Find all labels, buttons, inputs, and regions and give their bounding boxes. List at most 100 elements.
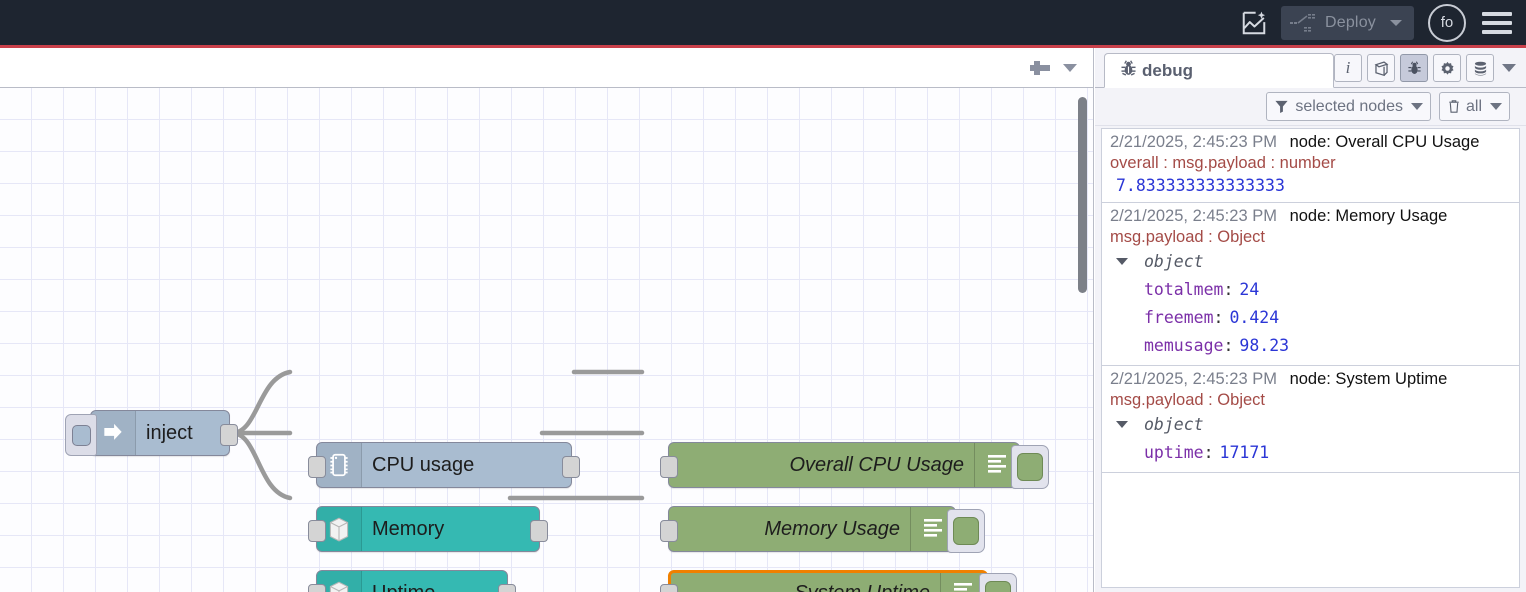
canvas-vertical-scrollbar[interactable] — [1078, 97, 1087, 293]
debug-property-value: 24 — [1239, 280, 1260, 299]
sidebar-tabrow: debug i — [1095, 48, 1526, 88]
debug-message[interactable]: 2/21/2025, 2:45:23 PM node: Memory Usage… — [1102, 203, 1519, 366]
debug-message-list[interactable]: 2/21/2025, 2:45:23 PM node: Overall CPU … — [1101, 128, 1520, 588]
debug-property-key: uptime — [1144, 443, 1204, 462]
debug-clear-label: all — [1465, 97, 1482, 115]
avatar[interactable]: fo — [1428, 3, 1466, 42]
debug-message-header: 2/21/2025, 2:45:23 PM node: Memory Usage — [1110, 206, 1519, 227]
bug-icon — [1119, 59, 1138, 83]
deploy-button[interactable]: Deploy — [1280, 5, 1414, 40]
cpu-chip-icon — [330, 453, 348, 477]
debug-object-property: totalmem:24 — [1110, 276, 1519, 304]
sidebar-button-help[interactable] — [1367, 54, 1395, 82]
tab-debug-label: debug — [1142, 60, 1193, 80]
node-icon-tray — [910, 507, 955, 551]
app-header: Deploy fo — [0, 0, 1526, 45]
node-input-port[interactable] — [660, 584, 678, 592]
tab-debug[interactable]: debug — [1104, 53, 1334, 88]
server-box-icon — [329, 581, 349, 592]
add-flow-tab-button[interactable] — [1027, 55, 1053, 81]
node-output-port[interactable] — [220, 424, 238, 446]
inject-trigger-button[interactable] — [65, 414, 97, 456]
debug-property-value: 0.424 — [1229, 308, 1280, 327]
chevron-down-icon — [1490, 103, 1502, 110]
node-icon-tray — [317, 571, 362, 592]
debug-node-filter-button[interactable]: selected nodes — [1266, 92, 1431, 121]
node-label: CPU usage — [372, 453, 475, 476]
debug-object-root[interactable]: object — [1110, 411, 1519, 439]
debug-enable-button[interactable] — [947, 509, 985, 553]
debug-message[interactable]: 2/21/2025, 2:45:23 PM node: Overall CPU … — [1102, 129, 1519, 203]
node-debug-memory-usage[interactable]: Memory Usage — [660, 506, 985, 553]
chevron-down-icon — [1410, 103, 1423, 110]
debug-lines-icon — [924, 519, 942, 537]
flow-tab-menu-icon[interactable] — [1063, 63, 1077, 72]
server-box-icon — [329, 517, 349, 542]
flow-canvas[interactable]: inject CPU usage — [0, 88, 1093, 592]
debug-property-value: 98.23 — [1239, 336, 1290, 355]
gear-icon — [1440, 61, 1454, 75]
debug-list-empty-space — [1102, 473, 1519, 573]
node-input-port[interactable] — [308, 456, 326, 478]
expand-collapse-icon[interactable] — [1116, 421, 1128, 428]
debug-object-property: uptime:17171 — [1110, 439, 1519, 467]
hamburger-menu-icon[interactable] — [1482, 11, 1512, 34]
flow-tabbar — [0, 48, 1093, 88]
sidebar-more-icon[interactable] — [1502, 64, 1516, 72]
debug-property-value: 17171 — [1219, 443, 1270, 462]
sidebar-button-info[interactable]: i — [1334, 54, 1362, 82]
debug-object-label: object — [1144, 415, 1204, 434]
node-output-port[interactable] — [530, 520, 548, 542]
node-debug-overall-cpu-usage[interactable]: Overall CPU Usage — [660, 442, 1049, 489]
debug-timestamp: 2/21/2025, 2:45:23 PM — [1110, 370, 1277, 388]
debug-clear-button[interactable]: all — [1438, 92, 1510, 121]
node-input-port[interactable] — [308, 584, 326, 592]
node-input-port[interactable] — [660, 456, 678, 478]
node-icon-tray — [974, 443, 1019, 487]
node-input-port[interactable] — [308, 520, 326, 542]
node-label: inject — [146, 421, 193, 444]
node-output-port[interactable] — [498, 584, 516, 592]
debug-message-header: 2/21/2025, 2:45:23 PM node: Overall CPU … — [1110, 132, 1519, 153]
node-label: Memory — [372, 517, 445, 540]
node-label: Overall CPU Usage — [789, 453, 964, 476]
node-label: Memory Usage — [764, 517, 900, 540]
node-inject[interactable]: inject — [65, 410, 238, 456]
sidebar-button-debug[interactable] — [1400, 54, 1428, 82]
deploy-label: Deploy — [1324, 13, 1376, 31]
debug-enable-button[interactable] — [979, 573, 1017, 592]
node-uptime[interactable]: Uptime — [308, 570, 516, 592]
node-memory[interactable]: Memory — [308, 506, 548, 552]
arrow-right-icon — [104, 423, 122, 440]
debug-property-key: memusage — [1144, 336, 1224, 355]
book-icon — [1374, 60, 1388, 76]
node-output-port[interactable] — [562, 456, 580, 478]
debug-message-header: 2/21/2025, 2:45:23 PM node: System Uptim… — [1110, 369, 1519, 390]
debug-lines-icon — [954, 583, 972, 591]
debug-object-property: freemem:0.424 — [1110, 304, 1519, 332]
node-cpu-usage[interactable]: CPU usage — [308, 442, 580, 488]
sidebar-button-config[interactable] — [1433, 54, 1461, 82]
debug-message[interactable]: 2/21/2025, 2:45:23 PM node: System Uptim… — [1102, 366, 1519, 473]
debug-object-property: memusage:98.23 — [1110, 332, 1519, 360]
info-icon: i — [1345, 58, 1351, 77]
debug-source-node: node: System Uptime — [1289, 370, 1448, 388]
node-input-port[interactable] — [660, 520, 678, 542]
debug-timestamp: 2/21/2025, 2:45:23 PM — [1110, 207, 1277, 225]
trash-icon — [1449, 100, 1459, 113]
debug-property-key: totalmem — [1144, 280, 1224, 299]
debug-source-node: node: Overall CPU Usage — [1289, 133, 1480, 151]
header-accent-rule — [0, 45, 1526, 48]
flow-sparkle-icon[interactable] — [1233, 6, 1275, 40]
debug-property-key: freemem — [1144, 308, 1214, 327]
debug-object-label: object — [1144, 252, 1204, 271]
debug-timestamp: 2/21/2025, 2:45:23 PM — [1110, 133, 1277, 151]
debug-message-topic: overall : msg.payload : number — [1110, 154, 1336, 172]
expand-collapse-icon[interactable] — [1116, 258, 1128, 265]
node-debug-system-uptime[interactable]: System Uptime — [660, 570, 1017, 592]
debug-enable-button[interactable] — [1011, 445, 1049, 489]
debug-object-root[interactable]: object — [1110, 248, 1519, 276]
chevron-down-icon[interactable] — [1390, 19, 1402, 26]
node-icon-tray — [317, 443, 362, 487]
sidebar-button-context[interactable] — [1466, 54, 1494, 82]
